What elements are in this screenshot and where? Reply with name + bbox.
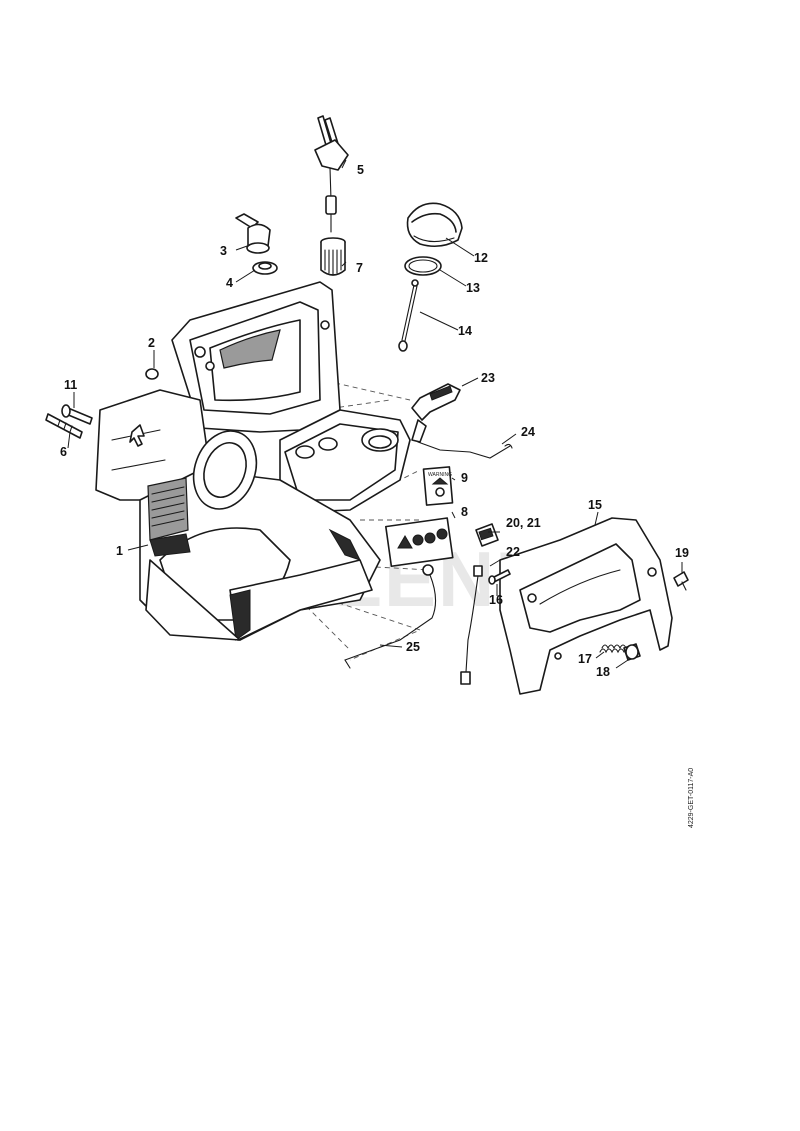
- callout-11: 11: [64, 378, 77, 392]
- callout-22: 22: [506, 545, 520, 559]
- callout-8: 8: [461, 505, 468, 519]
- part-1-housing: [95, 281, 411, 641]
- part-20-21-switch: [475, 523, 499, 547]
- part-2-screw: [145, 368, 159, 380]
- callout-20-21: 20, 21: [506, 516, 541, 530]
- part-19-screw: [673, 571, 689, 591]
- callout-17: 17: [578, 652, 592, 666]
- callout-16: 16: [489, 593, 503, 607]
- part-25-harness: [344, 564, 479, 685]
- callout-13: 13: [466, 281, 480, 295]
- callout-9: 9: [461, 471, 468, 485]
- svg-text:WARNING: WARNING: [428, 472, 452, 478]
- callout-7: 7: [356, 261, 363, 275]
- part-7-filter: [320, 237, 346, 276]
- callout-18: 18: [596, 665, 610, 679]
- part-16-screw: [488, 569, 511, 585]
- part-13-pickup: [398, 279, 419, 352]
- callout-4: 4: [226, 276, 233, 290]
- callout-14: 14: [458, 324, 472, 338]
- callout-5: 5: [357, 163, 364, 177]
- part-6-screw: [45, 413, 83, 439]
- callout-15: 15: [588, 498, 602, 512]
- callout-1: 1: [116, 544, 123, 558]
- drawing-reference: 4229-GET-0117-A0: [688, 768, 695, 828]
- callout-2: 2: [148, 336, 155, 350]
- part-15-handle: [499, 517, 673, 695]
- part-22-connector: [473, 565, 483, 577]
- callouts: 1 2 3 4 5 6 7 8 9 11 12 13 14 15 16 17 1…: [60, 163, 689, 679]
- callout-23: 23: [481, 371, 495, 385]
- part-12-cap: [406, 202, 463, 248]
- part-4-grommet: [252, 261, 278, 275]
- callout-24: 24: [521, 425, 535, 439]
- part-8-decal: [385, 517, 454, 568]
- callout-12: 12: [474, 251, 488, 265]
- callout-25: 25: [406, 640, 420, 654]
- callout-3: 3: [220, 244, 227, 258]
- part-5-shaft: [314, 115, 349, 233]
- part-24-rod: [417, 441, 513, 459]
- leader-lines: [67, 159, 683, 669]
- part-23-trigger: [411, 383, 461, 443]
- part-3-valve: [235, 213, 271, 254]
- part-18-button: [623, 643, 641, 661]
- part-9-decal: WARNING: [422, 466, 454, 506]
- part-11-bolt: [61, 404, 93, 425]
- callout-6: 6: [60, 445, 67, 459]
- callout-19: 19: [675, 546, 689, 560]
- part-17-spring: [599, 644, 627, 654]
